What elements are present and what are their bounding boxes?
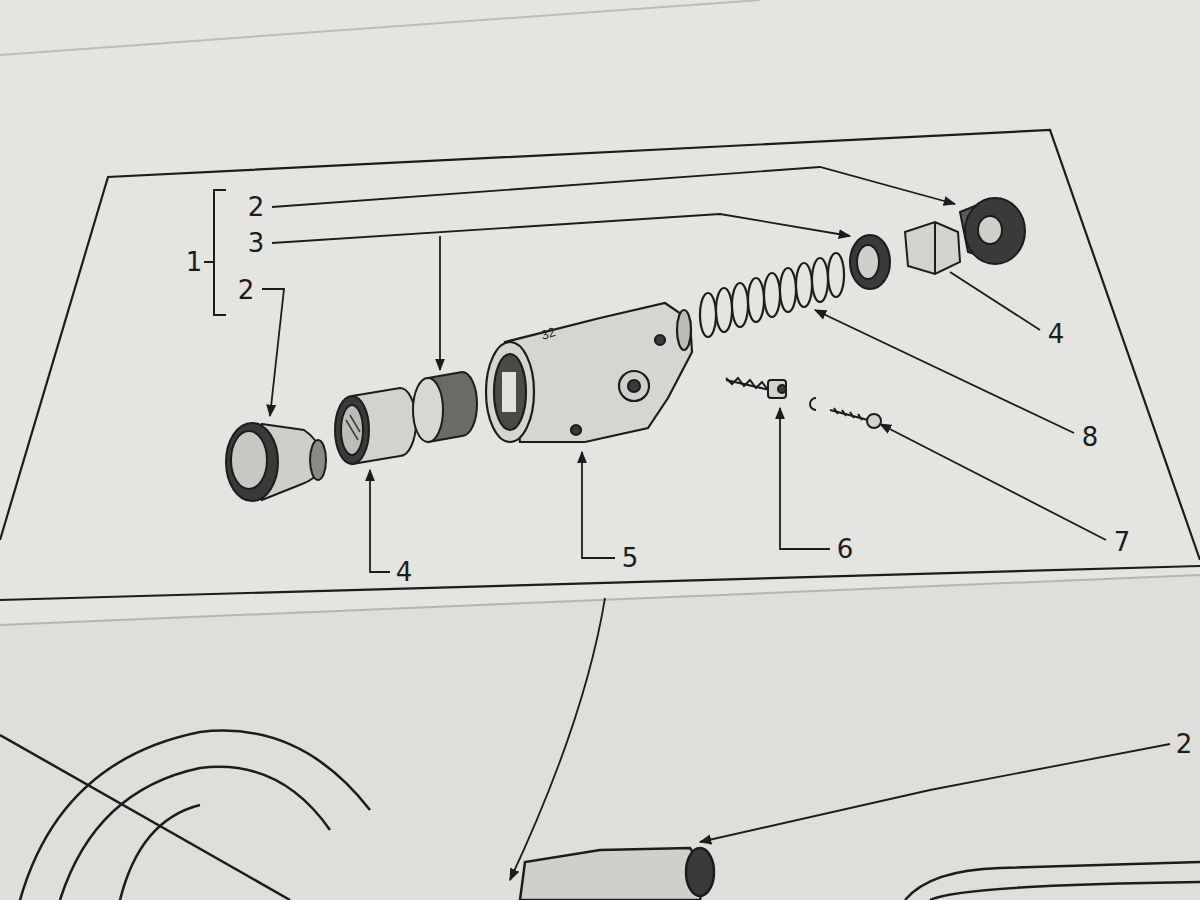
piston [905, 222, 960, 274]
brake-shoe [0, 731, 370, 900]
callout-number: 2 [248, 194, 265, 220]
frame [0, 566, 1200, 600]
callout-number: 1 [186, 249, 203, 275]
bleed-screw [726, 378, 786, 398]
cylinder-body [486, 303, 692, 442]
callout-number: 7 [1114, 529, 1131, 555]
piston [335, 388, 416, 464]
callout-number: 2 [1176, 731, 1193, 757]
leader-lines [262, 167, 1170, 880]
callout-number: 4 [396, 559, 413, 585]
spring [700, 253, 844, 337]
circlip [810, 398, 816, 410]
callout-number: 6 [837, 536, 854, 562]
callout-number: 2 [238, 277, 255, 303]
dust-cap [226, 423, 326, 501]
paper-fold [0, 0, 760, 55]
cup-seal [413, 372, 477, 442]
cup-seal [850, 235, 890, 289]
bracket [204, 190, 226, 315]
callout-number: 3 [248, 230, 265, 256]
screw [830, 408, 881, 428]
paper-sheet [0, 0, 1200, 625]
frame [0, 130, 1200, 560]
dust-cap [960, 198, 1025, 264]
callout-number: 4 [1048, 321, 1065, 347]
callout-number: 5 [622, 545, 639, 571]
callout-number: 8 [1082, 424, 1099, 450]
part-marking: 32 [539, 325, 557, 342]
cylinder-part [520, 848, 1200, 900]
